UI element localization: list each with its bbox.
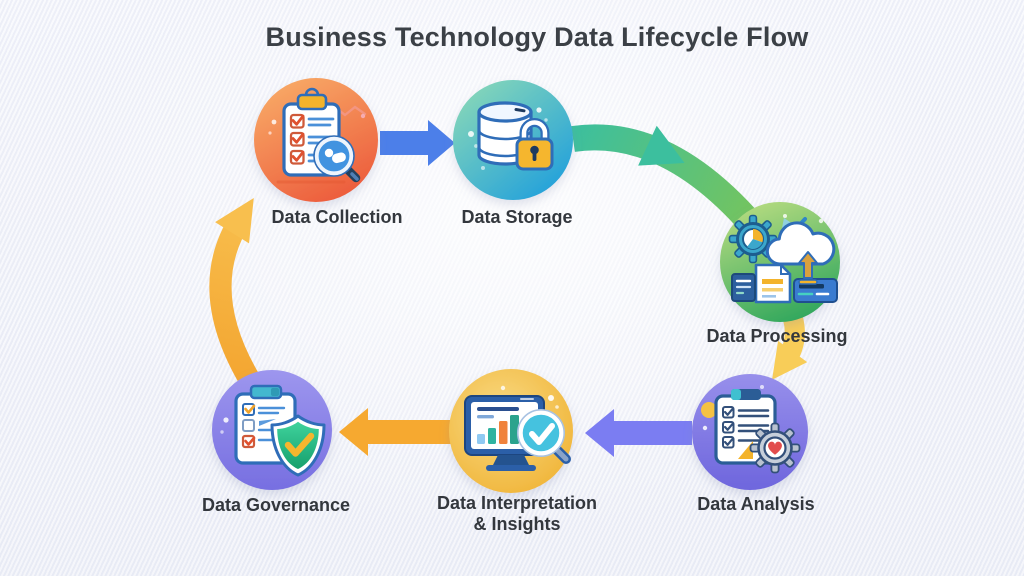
lock-icon	[515, 118, 554, 171]
magnifier-check-icon	[516, 408, 571, 464]
arrow-governance-to-collection-head	[215, 197, 254, 244]
bar-4	[510, 415, 519, 444]
cloud-icon	[765, 221, 836, 266]
clipboard-checklist-magnifier-icon	[268, 87, 367, 184]
node-label-data-interpretation: Data Interpretation & Insights	[436, 493, 598, 534]
heart-icon	[768, 441, 782, 455]
arrow-interpretation-to-governance	[339, 408, 452, 456]
shield-check-icon	[270, 414, 326, 477]
node-label-data-collection: Data Collection	[271, 207, 403, 227]
bar-1	[477, 434, 485, 444]
checklist-gear-heart-icon	[701, 385, 801, 474]
page-title: Business Technology Data Lifecycle Flow	[265, 22, 809, 52]
clipboard-shield-check-icon	[220, 384, 326, 477]
node-label-data-processing: Data Processing	[706, 326, 848, 346]
server-icon	[731, 273, 756, 302]
flow-arrows	[209, 120, 808, 457]
arrow-analysis-to-interpretation	[585, 409, 692, 457]
bar-3	[499, 421, 508, 444]
data-panel-icon	[793, 278, 838, 303]
gear-heart-icon	[749, 422, 801, 474]
paper-plane-icon	[738, 441, 753, 459]
upload-arrow-icon	[798, 251, 818, 285]
node-label-data-governance: Data Governance	[201, 495, 351, 515]
node-label-data-analysis: Data Analysis	[697, 494, 815, 514]
bar-2	[488, 428, 496, 444]
node-label-data-storage: Data Storage	[461, 207, 573, 227]
monitor-chart-magnifier-icon	[464, 385, 571, 471]
arrow-governance-to-collection-band	[209, 214, 261, 388]
magnifier-icon	[313, 135, 361, 183]
gear-cloud-upload-icon	[728, 214, 838, 304]
gear-pie-icon	[728, 214, 778, 264]
document-icon	[754, 263, 792, 304]
database-lock-icon	[468, 101, 554, 171]
arrow-processing-to-analysis-head	[772, 340, 808, 380]
arrow-collection-to-storage	[380, 120, 455, 166]
arrow-storage-to-processing-head	[638, 125, 685, 166]
